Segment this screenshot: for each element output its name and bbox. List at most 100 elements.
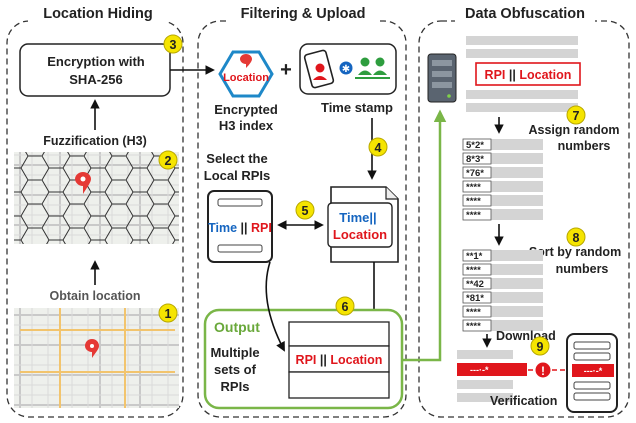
encrypted-label-line1: Encrypted [214, 102, 278, 117]
assigned-row: **** [462, 208, 543, 221]
sorted-row: **** [462, 319, 543, 332]
sorted-rows: **1* **** **42 *81* **** **** [462, 249, 543, 332]
phone-icon-middle: Time || RPI [207, 190, 273, 263]
step-number: 5 [302, 204, 309, 218]
sorted-row: **42 [462, 277, 543, 290]
plus-sign: + [280, 59, 292, 81]
hexagon-location-label: Location [223, 72, 269, 84]
output-location-text: Location [330, 353, 382, 367]
timestamp-label: Time stamp [321, 100, 393, 115]
assigned-row-value: **** [466, 196, 481, 207]
step-number: 2 [165, 154, 172, 168]
sorted-row-value: **** [466, 265, 481, 276]
obtain-location-label: Obtain location [50, 289, 141, 303]
step-badge: 5 [295, 200, 315, 220]
assigned-row: 5*2* [462, 138, 543, 151]
server-record-rpi: RPI [485, 68, 506, 82]
arrow-output-to-server [402, 109, 447, 362]
sorted-row: **1* [462, 249, 543, 262]
encrypted-label-line2: H3 index [219, 118, 274, 133]
sort-label-line1: Sort by random [529, 245, 621, 259]
assigned-row-value: 5*2* [466, 140, 484, 151]
step-number: 1 [165, 307, 172, 321]
encryption-box: Encryption with SHA-256 [19, 43, 171, 97]
map-pin-icon [75, 172, 91, 194]
step-badge: 2 [158, 150, 178, 170]
output-label: Output [214, 319, 260, 335]
encryption-label-line2: SHA-256 [69, 72, 122, 87]
step-number: 6 [342, 300, 349, 314]
step-badge: 1 [158, 303, 178, 323]
hexagon-location-icon: Location [218, 50, 274, 98]
assigned-row: **** [462, 194, 543, 207]
alert-icon: ! [535, 362, 551, 378]
street-map [14, 308, 179, 408]
rpi-stack: RPI || Location [288, 321, 390, 399]
people-group-icon [355, 57, 390, 79]
step-number: 3 [170, 38, 177, 52]
step-badge: 6 [335, 296, 355, 316]
section-filtering-upload: Filtering & Upload [197, 3, 407, 418]
phone-time-rpi: Time || RPI [208, 221, 272, 235]
verify-left-row: ---·-* [470, 365, 489, 375]
bluetooth-symbol: ✱ [342, 64, 350, 75]
phone-sep-text: || [237, 221, 251, 235]
server-record-location: Location [519, 68, 571, 82]
section-title-location-hiding: Location Hiding [43, 6, 153, 22]
output-rpi-location: RPI || Location [296, 353, 383, 367]
step-number: 7 [573, 109, 580, 123]
phone-rpi-text: RPI [251, 221, 272, 235]
multiple-label-line3: RPIs [221, 379, 250, 394]
server-icon [427, 53, 457, 103]
assigned-row: *76* [462, 166, 543, 179]
map-pin-icon [85, 339, 99, 358]
sorted-row-value: **1* [466, 251, 483, 262]
multiple-label-line2: sets of [214, 362, 257, 377]
section-title-filtering-upload: Filtering & Upload [241, 6, 366, 22]
step-number: 9 [537, 340, 544, 354]
select-rpi-label-line2: Local RPIs [204, 168, 270, 183]
assigned-row: **** [462, 180, 543, 193]
phone-icon-right: ---·-* [566, 333, 618, 413]
multiple-label-line1: Multiple [210, 345, 259, 360]
assign-label-line2: numbers [558, 139, 611, 153]
contact-tracing-icon: ✱ [299, 43, 397, 95]
assigned-row-value: *76* [466, 168, 484, 179]
step-badge: 4 [368, 137, 388, 157]
server-record-sep: || [505, 68, 519, 82]
step-badge: 8 [566, 227, 586, 247]
sorted-row-value: *81* [466, 293, 484, 304]
section-location-hiding: Location Hiding [6, 3, 184, 418]
step-number: 8 [573, 231, 580, 245]
output-sep-text: || [316, 353, 330, 367]
select-rpi-label-line1: Select the [206, 151, 267, 166]
sorted-row: **** [462, 305, 543, 318]
bluetooth-icon: ✱ [339, 61, 353, 75]
verify-right-row: ---·-* [584, 366, 603, 376]
sort-label-line2: numbers [556, 262, 609, 276]
server-records: RPI || Location [466, 36, 581, 112]
assigned-row-value: **** [466, 210, 481, 221]
sorted-row: *81* [462, 291, 543, 304]
step-badge: 9 [530, 336, 550, 356]
sorted-row: **** [462, 263, 543, 276]
step-number: 4 [375, 141, 382, 155]
phone-time-text: Time [208, 221, 237, 235]
fuzzification-label: Fuzzification (H3) [43, 134, 146, 148]
document-icon: Time|| Location [327, 186, 399, 263]
hexagon-map [14, 152, 179, 244]
alert-symbol: ! [541, 364, 545, 378]
assigned-row-value: **** [466, 182, 481, 193]
section-data-obfuscation: Data Obfuscation [418, 3, 630, 418]
section-title-data-obfuscation: Data Obfuscation [465, 6, 585, 22]
verify-left-list: ---·-* [457, 350, 527, 402]
assigned-rows: 5*2* 8*3* *76* **** **** **** [462, 138, 543, 221]
output-rpi-text: RPI [296, 353, 317, 367]
sorted-row-value: **** [466, 307, 481, 318]
step-badge: 3 [163, 34, 183, 54]
verification-label: Verification [490, 394, 557, 408]
sorted-row-value: **42 [466, 279, 484, 290]
assigned-row: 8*3* [462, 152, 543, 165]
doc-time-label: Time|| [339, 210, 376, 225]
assigned-row-value: 8*3* [466, 154, 484, 165]
